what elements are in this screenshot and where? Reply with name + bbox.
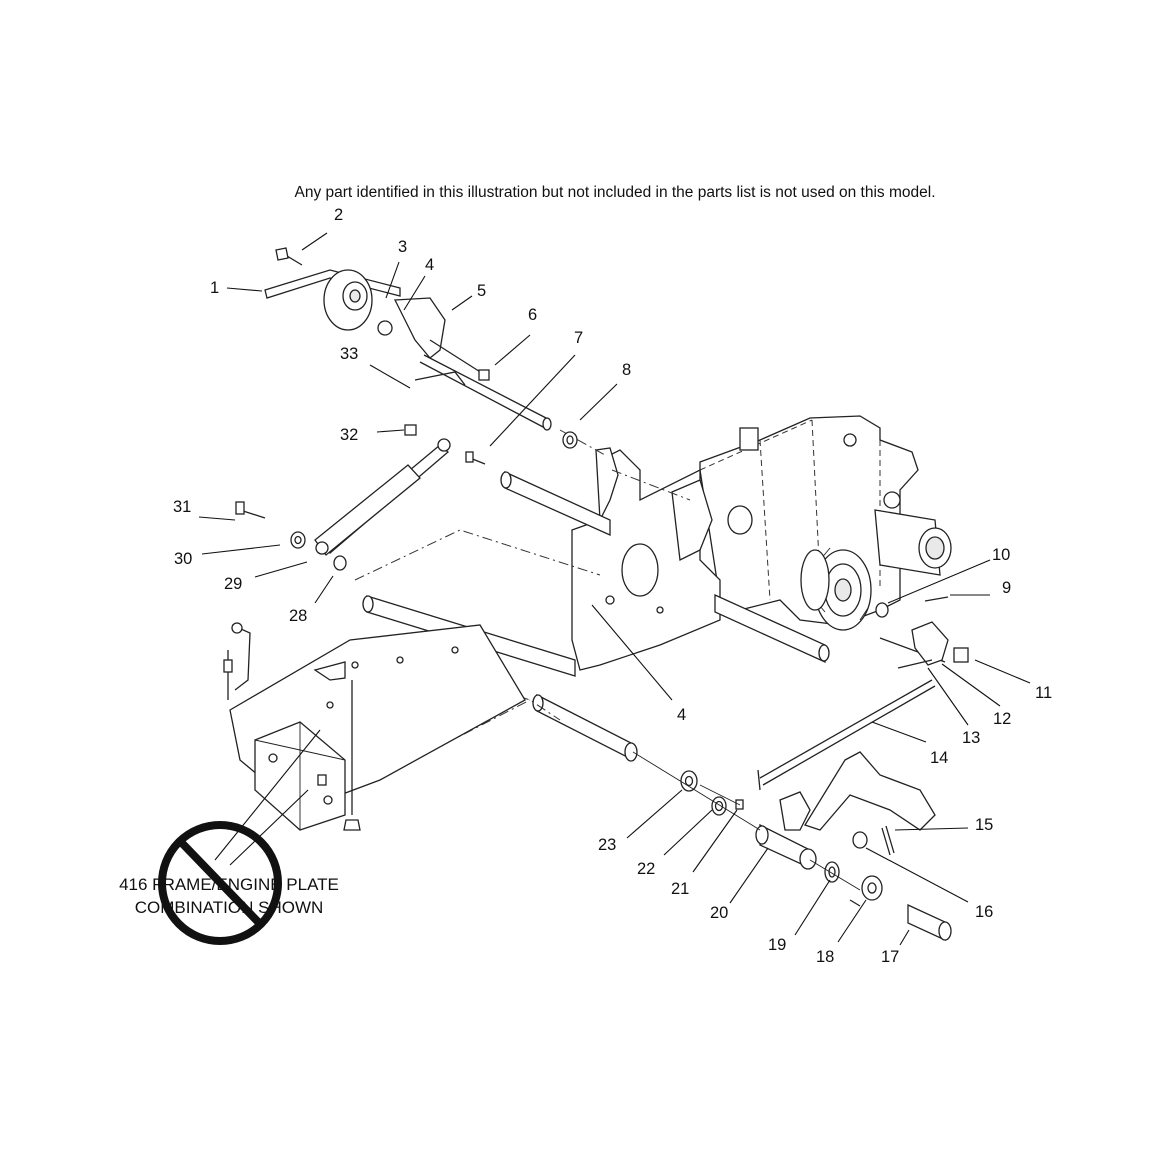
callout-7: 7	[574, 329, 583, 347]
callout-labels: 1 2 3 4 5 6 7 8 9 10 11 12 13 14 15 16 1…	[173, 206, 1052, 966]
stamp-line-1: 416 FRAME/ENGINE PLATE	[119, 875, 339, 894]
callout-32: 32	[340, 426, 358, 444]
callout-3: 3	[398, 238, 407, 256]
callout-17: 17	[881, 948, 899, 966]
callout-10: 10	[992, 546, 1010, 564]
callout-9: 9	[1002, 579, 1011, 597]
callout-16: 16	[975, 903, 993, 921]
callout-18: 18	[816, 948, 834, 966]
prohibition-sign-icon	[158, 821, 282, 945]
callout-29: 29	[224, 575, 242, 593]
callout-23: 23	[598, 836, 616, 854]
callout-33: 33	[340, 345, 358, 363]
callout-31: 31	[173, 498, 191, 516]
callout-4: 4	[425, 256, 434, 274]
callout-5: 5	[477, 282, 486, 300]
callout-14: 14	[930, 749, 948, 767]
callout-11: 11	[1035, 684, 1052, 702]
callout-2: 2	[334, 206, 343, 224]
parts-list-notice: Any part identified in this illustration…	[294, 184, 936, 201]
stamp-line-2: COMBINATION SHOWN	[135, 898, 324, 917]
callout-15: 15	[975, 816, 993, 834]
frame-drawing	[223, 247, 969, 942]
callout-6: 6	[528, 306, 537, 324]
callout-12: 12	[993, 710, 1011, 728]
callout-28: 28	[289, 607, 307, 625]
callout-13: 13	[962, 729, 980, 747]
callout-8: 8	[622, 361, 631, 379]
callout-1: 1	[210, 279, 219, 297]
callout-19: 19	[768, 936, 786, 954]
callout-20: 20	[710, 904, 728, 922]
leader-lines	[198, 232, 1031, 946]
not-applicable-stamp: 416 FRAME/ENGINE PLATE COMBINATION SHOWN	[119, 729, 339, 945]
callout-30: 30	[174, 550, 192, 568]
callout-22: 22	[637, 860, 655, 878]
callout-4-lower: 4	[677, 706, 686, 724]
callout-21: 21	[671, 880, 689, 898]
